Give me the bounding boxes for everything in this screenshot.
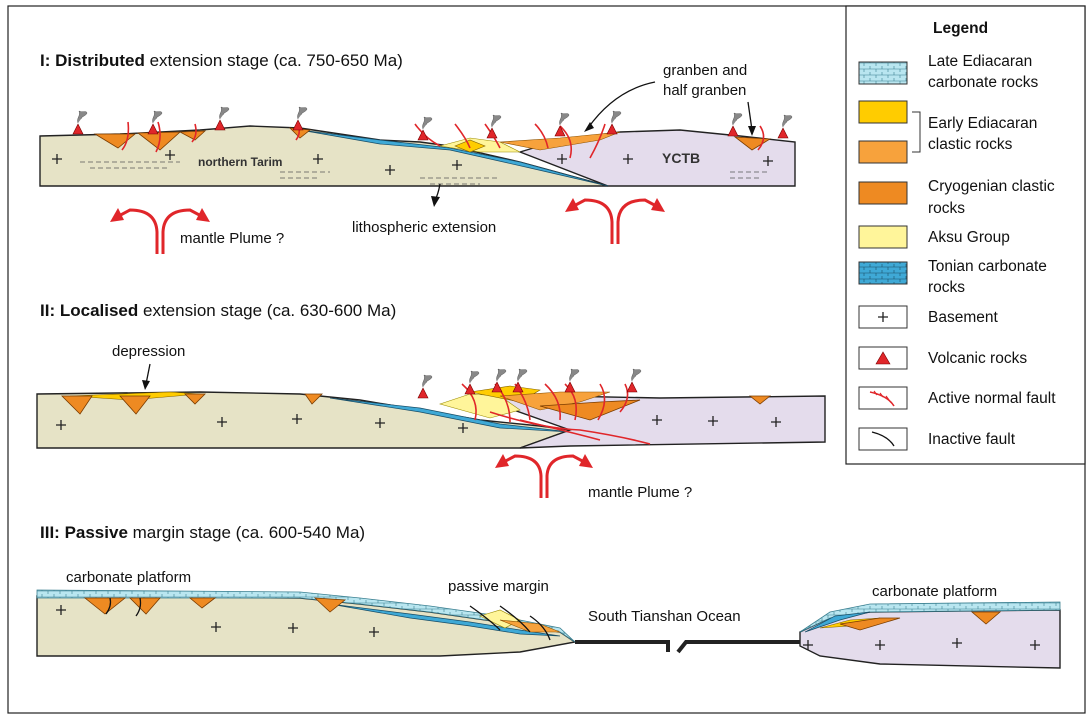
legend-cryogenian-2: rocks (928, 200, 965, 217)
mantle-plume-label-1: mantle Plume ? (180, 230, 284, 247)
granben-label-2: half granben (663, 82, 746, 99)
stage-3-section: carbonate platform passive margin South … (36, 569, 1061, 669)
yctb-label: YCTB (662, 150, 700, 166)
inactive-fault-icon (871, 431, 895, 447)
swatch-inactive-fault (858, 427, 908, 451)
ocean-crust-left (575, 640, 670, 652)
legend-late-ediacaran-1: Late Ediacaran (928, 53, 1032, 70)
granben-arrow (587, 81, 656, 129)
legend-early-ediacaran-2: clastic rocks (928, 136, 1013, 153)
south-tianshan-ocean-label: South Tianshan Ocean (588, 608, 741, 625)
early-ediacaran-orange (499, 131, 621, 151)
mantle-plume-arrow-left (110, 208, 210, 254)
late-ediacaran-carbonate-left (36, 589, 576, 643)
legend-title: Legend (933, 20, 988, 37)
basement-plus-icon (878, 312, 888, 322)
legend-aksu: Aksu Group (928, 229, 1010, 246)
legend-early-ediacaran-1: Early Ediacaran (928, 115, 1037, 132)
stage-3-title: III: Passive margin stage (ca. 600-540 M… (40, 523, 365, 542)
swatch-early-ediacaran-yellow (858, 100, 908, 124)
mantle-plume-arrow-center (495, 454, 593, 498)
granben-label-1: granben and (663, 62, 747, 79)
stage-2-title: II: Localised extension stage (ca. 630-6… (40, 301, 396, 320)
lithospheric-label: lithospheric extension (352, 219, 496, 236)
swatch-cryogenian (858, 181, 908, 205)
legend: Legend Late Ediacaran carbonate rocks Ea… (845, 5, 1086, 465)
graben (178, 130, 207, 141)
stage-1-section: northern Tarim YCTB granben and half gra… (39, 62, 796, 254)
legend-basement: Basement (928, 309, 998, 326)
swatch-late-ediacaran (858, 61, 908, 85)
legend-tonian-1: Tonian carbonate (928, 258, 1047, 275)
swatch-early-ediacaran-orange (858, 140, 908, 164)
ocean-crust-right (676, 640, 800, 654)
stage-1-title: I: Distributed extension stage (ca. 750-… (40, 51, 403, 70)
swatch-tonian (858, 261, 908, 285)
legend-inactive-fault: Inactive fault (928, 431, 1016, 448)
legend-late-ediacaran-2: carbonate rocks (928, 74, 1039, 91)
active-fault-icon (869, 391, 895, 407)
legend-tonian-2: rocks (928, 279, 965, 296)
carbonate-platform-right-label: carbonate platform (872, 583, 997, 600)
carbonate-platform-left-label: carbonate platform (66, 569, 191, 586)
legend-active-fault: Active normal fault (928, 390, 1056, 407)
mantle-plume-arrow-right (565, 198, 665, 244)
northern-tarim-label: northern Tarim (198, 155, 282, 169)
legend-bracket (912, 111, 921, 153)
passive-margin-label: passive margin (448, 578, 549, 595)
legend-cryogenian-1: Cryogenian clastic (928, 178, 1055, 195)
tonian-layer (299, 129, 609, 187)
volcano-icon (875, 351, 891, 365)
mantle-plume-label-2: mantle Plume ? (588, 484, 692, 501)
swatch-active-fault (858, 386, 908, 410)
stage-2-section: depression mantle Plume ? (36, 343, 826, 501)
depression-label: depression (112, 343, 185, 360)
swatch-aksu (858, 225, 908, 249)
legend-volcanic: Volcanic rocks (928, 350, 1027, 367)
